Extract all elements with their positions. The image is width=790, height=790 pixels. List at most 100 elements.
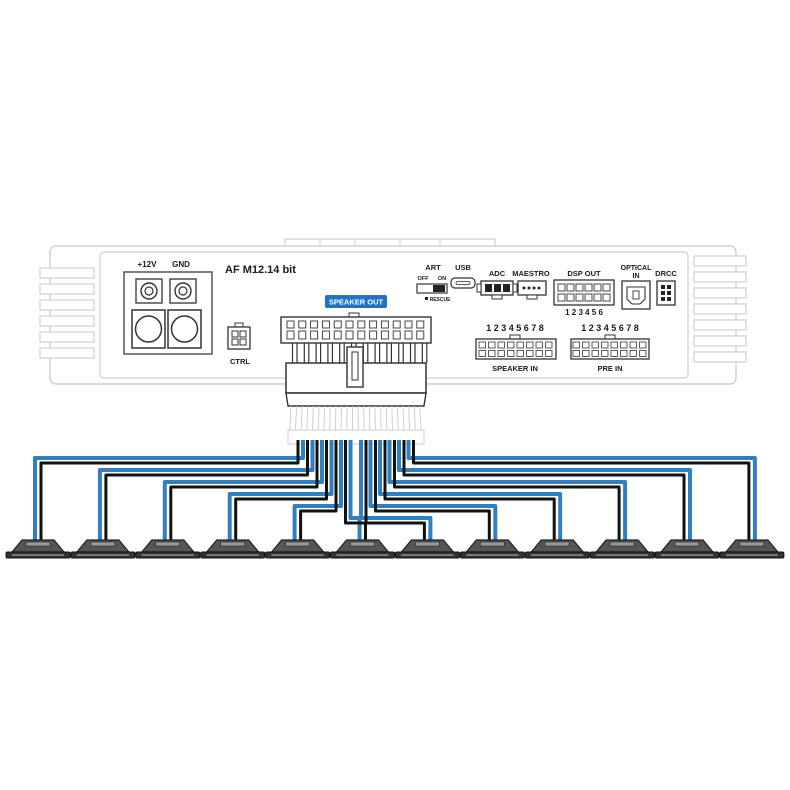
speaker-magnet xyxy=(220,541,245,547)
pre-in-pin xyxy=(629,341,637,349)
socket-pin xyxy=(310,320,319,329)
speaker-wire-pair xyxy=(33,440,305,540)
pre-in-pin xyxy=(601,350,609,357)
speaker-magnet xyxy=(479,541,505,547)
ctrl-connector: CTRL xyxy=(227,322,251,366)
speaker xyxy=(265,539,331,559)
speaker-rim-highlight xyxy=(76,554,129,556)
socket-pin xyxy=(416,330,425,340)
blue-wire xyxy=(227,440,334,540)
dsp-out-pin xyxy=(566,293,575,302)
pre-in-pin xyxy=(572,350,580,357)
speaker xyxy=(70,539,136,559)
blue-wire xyxy=(368,440,498,540)
black-wire xyxy=(412,440,751,540)
speaker xyxy=(719,539,785,559)
blue-wire xyxy=(387,440,628,540)
dsp-out-pin xyxy=(566,283,575,292)
socket-pin xyxy=(286,330,295,340)
model-name: AF M12.14 bit xyxy=(225,264,296,276)
pre-in-label: PRE IN xyxy=(597,364,622,373)
plus12v-label: +12V xyxy=(138,260,158,269)
speaker-in-pin xyxy=(516,341,524,349)
dsp-out-pin xyxy=(575,293,584,302)
pre-in-pin xyxy=(610,341,618,349)
pre-in-pin xyxy=(582,341,590,349)
speaker-in-pin xyxy=(535,350,543,357)
speaker-wire-pair xyxy=(344,440,367,540)
socket-pin xyxy=(345,330,354,340)
blue-wire xyxy=(348,440,362,540)
dsp-out-pin xyxy=(593,283,602,292)
dsp-out-pin xyxy=(584,283,593,292)
black-wire xyxy=(393,440,621,540)
speaker-in-pin xyxy=(507,350,515,357)
socket-pin xyxy=(286,320,295,329)
pre-in-pin xyxy=(639,341,647,349)
art-rescue-label: RESCUE xyxy=(430,297,452,303)
pre-in-numbers: 1 2 3 4 5 6 7 8 xyxy=(581,323,639,333)
speaker-magnet xyxy=(90,541,116,547)
speaker-wire-pair xyxy=(227,440,334,540)
right-heatsink-fins xyxy=(693,255,747,363)
speaker-in-pin xyxy=(526,350,534,357)
speaker-in-pin xyxy=(497,350,505,357)
dsp-out-pin xyxy=(602,283,611,292)
speaker-magnet xyxy=(739,541,765,547)
socket-pin xyxy=(333,320,342,329)
speaker-in-numbers: 1 2 3 4 5 6 7 8 xyxy=(486,323,544,333)
speaker xyxy=(654,539,720,559)
speaker-rim-highlight xyxy=(206,554,259,556)
speaker xyxy=(394,539,460,559)
speaker-wire-pair xyxy=(368,440,498,540)
speaker-row xyxy=(5,539,785,559)
speaker-out-label: SPEAKER OUT xyxy=(329,298,384,307)
speaker-rim-highlight xyxy=(141,554,194,556)
adc-label: ADC xyxy=(489,269,506,278)
speaker-wire-pair xyxy=(378,440,563,540)
speaker-in-pin xyxy=(497,341,505,349)
pre-in-pin xyxy=(610,350,618,357)
speaker-rim-highlight xyxy=(661,554,713,556)
black-wire xyxy=(299,440,338,540)
socket-pin xyxy=(392,320,401,329)
speaker-wire-pair xyxy=(406,440,757,540)
socket-pin xyxy=(404,330,413,340)
speaker xyxy=(135,539,201,559)
pre-in-connector: 1 2 3 4 5 6 7 8 PRE IN xyxy=(570,323,650,373)
socket-pin xyxy=(298,330,307,340)
speaker-magnet xyxy=(285,541,310,547)
optical-in-connector: OPTICAL IN xyxy=(621,265,652,310)
socket-pin xyxy=(380,330,389,340)
black-wire xyxy=(169,440,319,540)
speaker-wire-pair xyxy=(292,440,343,540)
speaker-wire-pair xyxy=(359,440,433,540)
dsp-out-pin xyxy=(557,293,566,302)
speaker-wires xyxy=(33,440,757,540)
speaker-rim-highlight xyxy=(401,554,454,556)
blue-wire xyxy=(406,440,757,540)
speaker-in-pin xyxy=(488,350,496,357)
speaker-rim-highlight xyxy=(531,554,584,556)
pre-in-pin xyxy=(629,350,637,357)
socket-pin xyxy=(416,320,425,329)
speaker-rim-highlight xyxy=(336,554,389,556)
speaker-wire-pair xyxy=(97,440,315,540)
blue-wire xyxy=(359,440,433,540)
socket-pin xyxy=(369,320,378,329)
blue-wire xyxy=(292,440,343,540)
power-terminals: +12V GND xyxy=(123,260,213,355)
speaker-rim-highlight xyxy=(12,554,64,556)
speaker-wire-pair xyxy=(387,440,628,540)
black-wire xyxy=(234,440,328,540)
art-on-label: ON xyxy=(438,276,446,282)
speaker-out-badge: SPEAKER OUT xyxy=(325,295,387,308)
drcc-connector: DRCC xyxy=(655,269,677,306)
blue-wire xyxy=(378,440,563,540)
blue-wire xyxy=(162,440,324,540)
speaker-in-label: SPEAKER IN xyxy=(492,364,538,373)
gnd-label: GND xyxy=(172,260,190,269)
speaker-rim-highlight xyxy=(271,554,324,556)
speaker-in-pin xyxy=(516,350,524,357)
speaker-in-pin xyxy=(535,341,543,349)
